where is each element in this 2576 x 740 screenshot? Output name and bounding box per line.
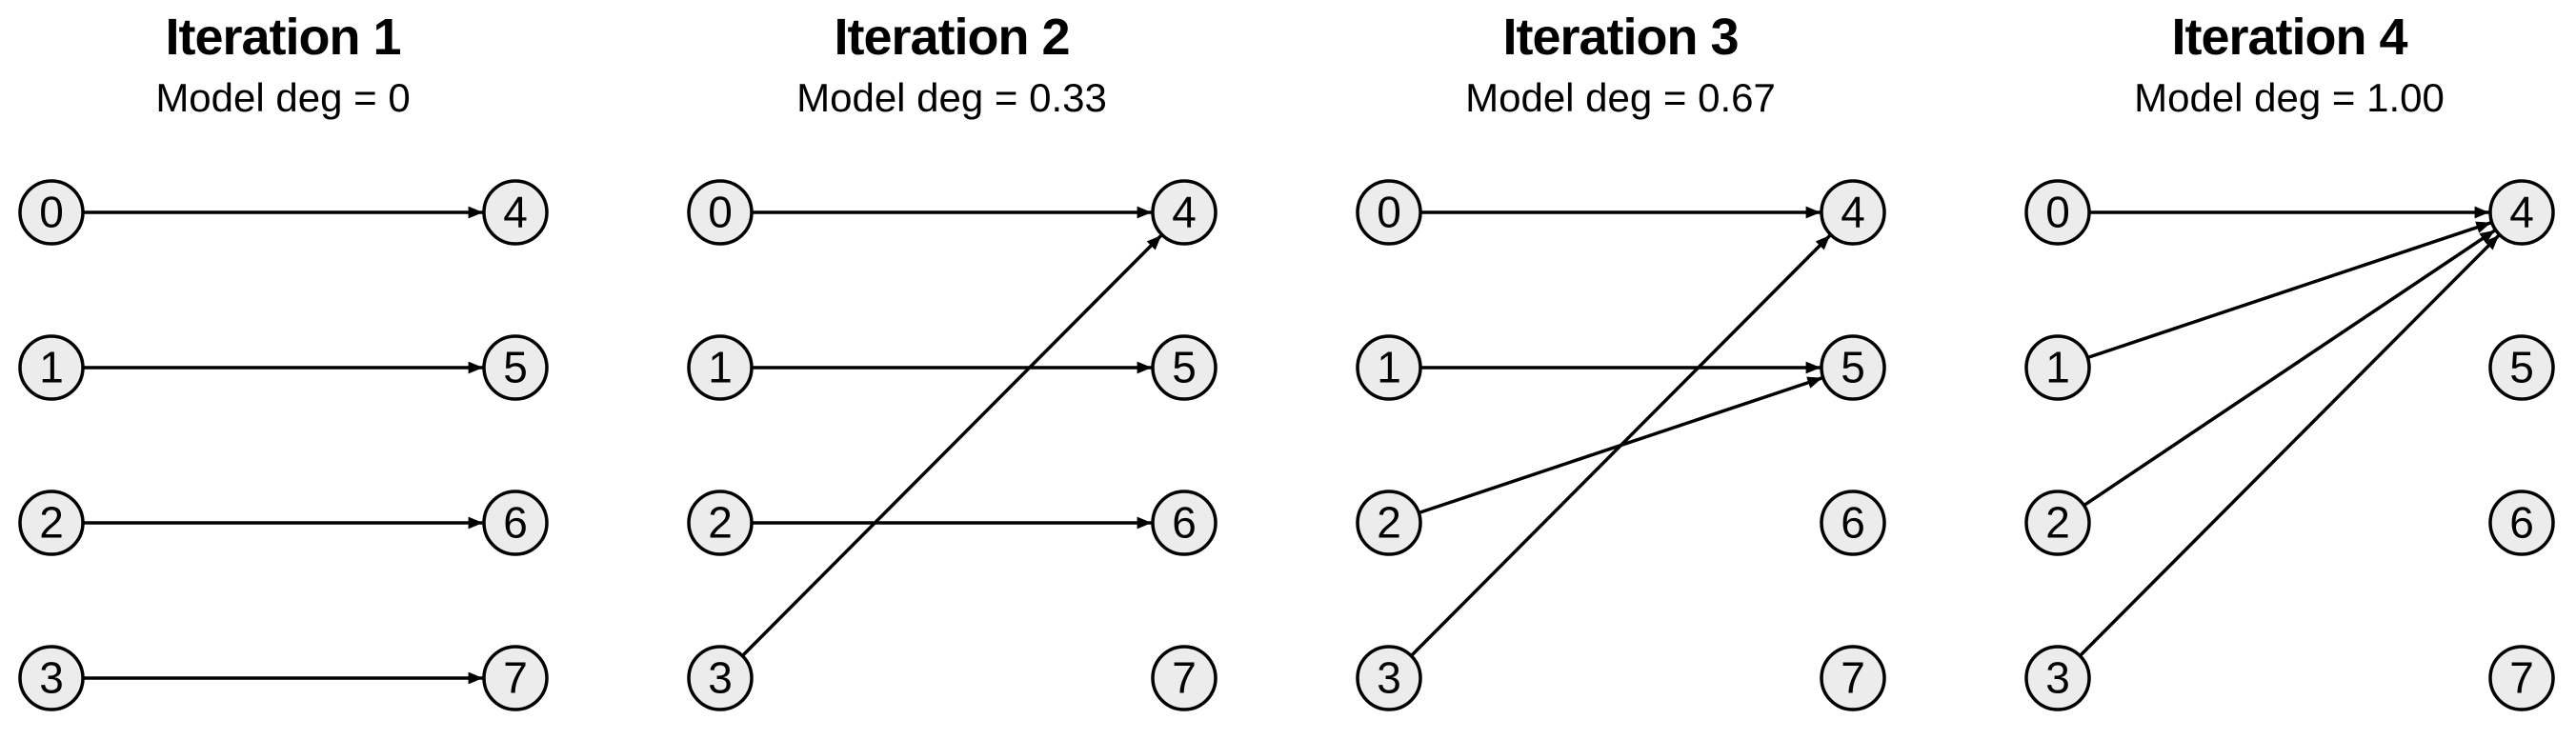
node-label-0: 0 xyxy=(39,188,64,237)
graph-edge-3-4 xyxy=(1410,233,1832,657)
graph-node-4 xyxy=(2488,179,2555,246)
node-label-5: 5 xyxy=(503,343,528,392)
graph-node-4 xyxy=(1151,179,1218,246)
graph-node-2 xyxy=(1356,490,1422,556)
graph-node-4 xyxy=(482,179,549,246)
graph-node-0 xyxy=(1356,179,1422,246)
node-label-1: 1 xyxy=(39,343,64,392)
graph-node-6 xyxy=(1820,490,1886,556)
graph-node-6 xyxy=(482,490,549,556)
graph-node-7 xyxy=(1151,645,1218,711)
graph-node-5 xyxy=(1151,334,1218,401)
graph-panel-4: 0 1 2 3 4 5 6 7 xyxy=(2024,179,2555,711)
graph-node-5 xyxy=(482,334,549,401)
graph-node-7 xyxy=(1820,645,1886,711)
graph-panel-3: 0 1 2 3 4 5 6 7 xyxy=(1356,179,1886,711)
node-label-5: 5 xyxy=(2509,343,2534,392)
node-label-7: 7 xyxy=(1172,653,1197,703)
graph-node-6 xyxy=(2488,490,2555,556)
node-label-3: 3 xyxy=(708,653,733,703)
graph-node-2 xyxy=(18,490,85,556)
node-label-3: 3 xyxy=(2045,653,2070,703)
graph-node-0 xyxy=(18,179,85,246)
graph-edge-2-4 xyxy=(2083,229,2496,508)
node-label-5: 5 xyxy=(1172,343,1197,392)
graph-node-3 xyxy=(18,645,85,711)
graph-edge-1-4 xyxy=(2086,221,2492,360)
node-label-2: 2 xyxy=(39,498,64,548)
node-label-7: 7 xyxy=(1841,653,1865,703)
node-label-1: 1 xyxy=(1377,343,1401,392)
graph-node-7 xyxy=(2488,645,2555,711)
graph-node-3 xyxy=(687,645,754,711)
graph-panel-2: 0 1 2 3 4 5 6 7 xyxy=(687,179,1218,711)
graph-node-2 xyxy=(687,490,754,556)
graph-node-7 xyxy=(482,645,549,711)
graph-node-0 xyxy=(2024,179,2091,246)
node-label-6: 6 xyxy=(1172,498,1197,548)
node-label-0: 0 xyxy=(708,188,733,237)
graph-node-6 xyxy=(1151,490,1218,556)
graph-node-4 xyxy=(1820,179,1886,246)
graph-node-1 xyxy=(18,334,85,401)
node-label-7: 7 xyxy=(503,653,528,703)
graph-node-3 xyxy=(2024,645,2091,711)
graph-node-2 xyxy=(2024,490,2091,556)
node-label-0: 0 xyxy=(2045,188,2070,237)
node-label-1: 1 xyxy=(2045,343,2070,392)
node-label-1: 1 xyxy=(708,343,733,392)
graph-node-1 xyxy=(1356,334,1422,401)
graph-node-1 xyxy=(2024,334,2091,401)
node-label-3: 3 xyxy=(39,653,64,703)
node-label-0: 0 xyxy=(1377,188,1401,237)
node-label-4: 4 xyxy=(1841,188,1865,237)
node-label-4: 4 xyxy=(1172,188,1197,237)
graph-node-5 xyxy=(2488,334,2555,401)
graph-panel-1: 0 1 2 3 4 5 6 7 xyxy=(18,179,549,711)
node-label-2: 2 xyxy=(1377,498,1401,548)
node-label-6: 6 xyxy=(1841,498,1865,548)
graph-node-0 xyxy=(687,179,754,246)
graph-edge-3-4 xyxy=(741,233,1163,657)
node-label-3: 3 xyxy=(1377,653,1401,703)
node-label-4: 4 xyxy=(2509,188,2534,237)
node-label-6: 6 xyxy=(2509,498,2534,548)
graph-edge-3-4 xyxy=(2079,233,2501,657)
graph-node-3 xyxy=(1356,645,1422,711)
node-label-2: 2 xyxy=(708,498,733,548)
node-label-2: 2 xyxy=(2045,498,2070,548)
node-label-4: 4 xyxy=(503,188,528,237)
node-label-7: 7 xyxy=(2509,653,2534,703)
node-label-5: 5 xyxy=(1841,343,1865,392)
graph-node-1 xyxy=(687,334,754,401)
node-label-6: 6 xyxy=(503,498,528,548)
graph-node-5 xyxy=(1820,334,1886,401)
